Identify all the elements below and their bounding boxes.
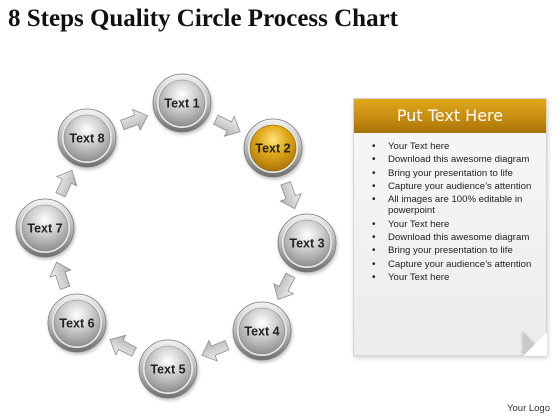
flow-arrow-icon (213, 114, 241, 137)
process-node: Text 6 (47, 293, 107, 353)
process-node: Text 2 (243, 118, 303, 178)
bullet-item: Download this awesome diagram (372, 154, 538, 165)
flow-arrow-icon (49, 261, 72, 290)
process-node-label: Text 6 (59, 317, 94, 331)
flow-arrow-icon (120, 108, 149, 132)
process-node: Text 4 (232, 301, 292, 361)
process-node: Text 5 (138, 339, 198, 399)
bullet-item: All images are 100% editable in powerpoi… (372, 194, 538, 216)
flow-arrow-icon (201, 339, 230, 362)
process-node-label: Text 2 (255, 142, 290, 156)
bullet-item: Capture your audience’s attention (372, 259, 538, 270)
bullet-item: Bring your presentation to life (372, 245, 538, 256)
bullet-list: Your Text hereDownload this awesome diag… (372, 141, 538, 285)
process-node-label: Text 1 (164, 97, 199, 111)
process-node: Text 1 (152, 73, 212, 133)
bullet-item: Your Text here (372, 219, 538, 230)
flow-arrow-icon (279, 181, 302, 210)
panel-header: Put Text Here (354, 99, 546, 133)
process-node-label: Text 7 (27, 222, 62, 236)
bullet-item: Download this awesome diagram (372, 232, 538, 243)
page-title: 8 Steps Quality Circle Process Chart (8, 5, 399, 32)
process-node: Text 7 (15, 198, 75, 258)
bullet-item: Bring your presentation to life (372, 168, 538, 179)
flow-arrow-icon (109, 334, 137, 357)
process-node-label: Text 5 (150, 363, 185, 377)
process-node: Text 3 (277, 213, 337, 273)
footer-logo: Your Logo (507, 403, 550, 414)
flow-arrow-icon (55, 169, 78, 198)
bullet-item: Capture your audience’s attention (372, 181, 538, 192)
page-curl-cover (523, 332, 547, 356)
flow-arrow-icon (273, 272, 296, 300)
process-node-label: Text 8 (69, 132, 104, 146)
note-panel: Put Text Here Your Text hereDownload thi… (353, 98, 547, 356)
process-node-label: Text 3 (289, 237, 324, 251)
bullet-item: Your Text here (372, 272, 538, 283)
process-node-label: Text 4 (244, 325, 279, 339)
process-node: Text 8 (57, 108, 117, 168)
bullet-item: Your Text here (372, 141, 538, 152)
